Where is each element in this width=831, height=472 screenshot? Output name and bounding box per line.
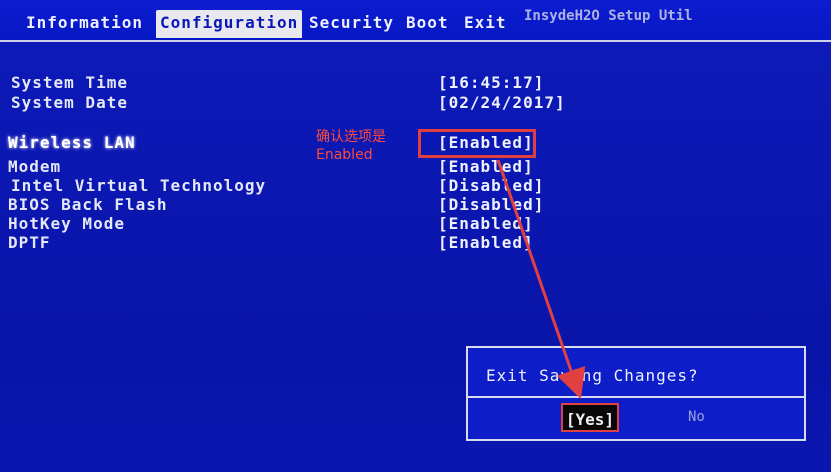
annotation-line-2: Enabled	[316, 147, 373, 163]
setting-row-bios-back-flash[interactable]: BIOS Back Flash [Disabled]	[0, 195, 831, 215]
setting-row-hotkey-mode[interactable]: HotKey Mode [Enabled]	[0, 214, 831, 234]
annotation-note: 确认选项是 Enabled	[316, 128, 426, 164]
tab-configuration[interactable]: Configuration	[156, 10, 303, 38]
setting-row-dptf[interactable]: DPTF [Enabled]	[0, 233, 831, 253]
setting-label: Wireless LAN	[8, 133, 136, 152]
setting-row-system-date[interactable]: System Date [02/24/2017]	[0, 93, 831, 113]
no-button[interactable]: No	[688, 409, 705, 425]
setting-value[interactable]: [02/24/2017]	[438, 93, 566, 112]
dialog-divider	[468, 396, 804, 398]
setting-value[interactable]: [Enabled]	[438, 133, 534, 152]
setting-value[interactable]: [Disabled]	[438, 195, 545, 214]
menu-bar: Information Configuration Security Boot …	[0, 0, 831, 40]
tab-boot[interactable]: Boot	[406, 13, 449, 32]
setting-value[interactable]: [Enabled]	[438, 214, 534, 233]
setting-row-modem[interactable]: Modem [Enabled]	[0, 157, 831, 177]
setting-label: Modem	[8, 157, 62, 176]
setting-row-wireless-lan[interactable]: Wireless LAN [Enabled]	[0, 133, 831, 153]
setting-label: System Time	[11, 73, 128, 92]
setting-row-system-time[interactable]: System Time [16:45:17]	[0, 73, 831, 93]
tab-exit[interactable]: Exit	[464, 13, 507, 32]
annotation-highlight-box	[418, 129, 536, 158]
setting-value[interactable]: [Enabled]	[438, 233, 534, 252]
setting-row-intel-vt[interactable]: Intel Virtual Technology [Disabled]	[0, 176, 831, 196]
exit-saving-dialog: Exit Saving Changes? [Yes] No	[466, 346, 806, 441]
setting-label: Intel Virtual Technology	[11, 176, 267, 195]
bios-brand: InsydeH2O Setup Util	[524, 8, 693, 24]
dialog-title: Exit Saving Changes?	[486, 366, 699, 385]
setting-label: System Date	[11, 93, 128, 112]
setting-value[interactable]: [16:45:17]	[438, 73, 545, 92]
setting-value[interactable]: [Disabled]	[438, 176, 545, 195]
tab-security[interactable]: Security	[309, 13, 395, 32]
setting-label: HotKey Mode	[8, 214, 125, 233]
annotation-line-1: 确认选项是	[316, 129, 386, 145]
yes-button[interactable]: [Yes]	[561, 403, 619, 432]
tab-information[interactable]: Information	[26, 13, 143, 32]
setting-label: DPTF	[8, 233, 51, 252]
setting-label: BIOS Back Flash	[8, 195, 168, 214]
setting-value[interactable]: [Enabled]	[438, 157, 534, 176]
